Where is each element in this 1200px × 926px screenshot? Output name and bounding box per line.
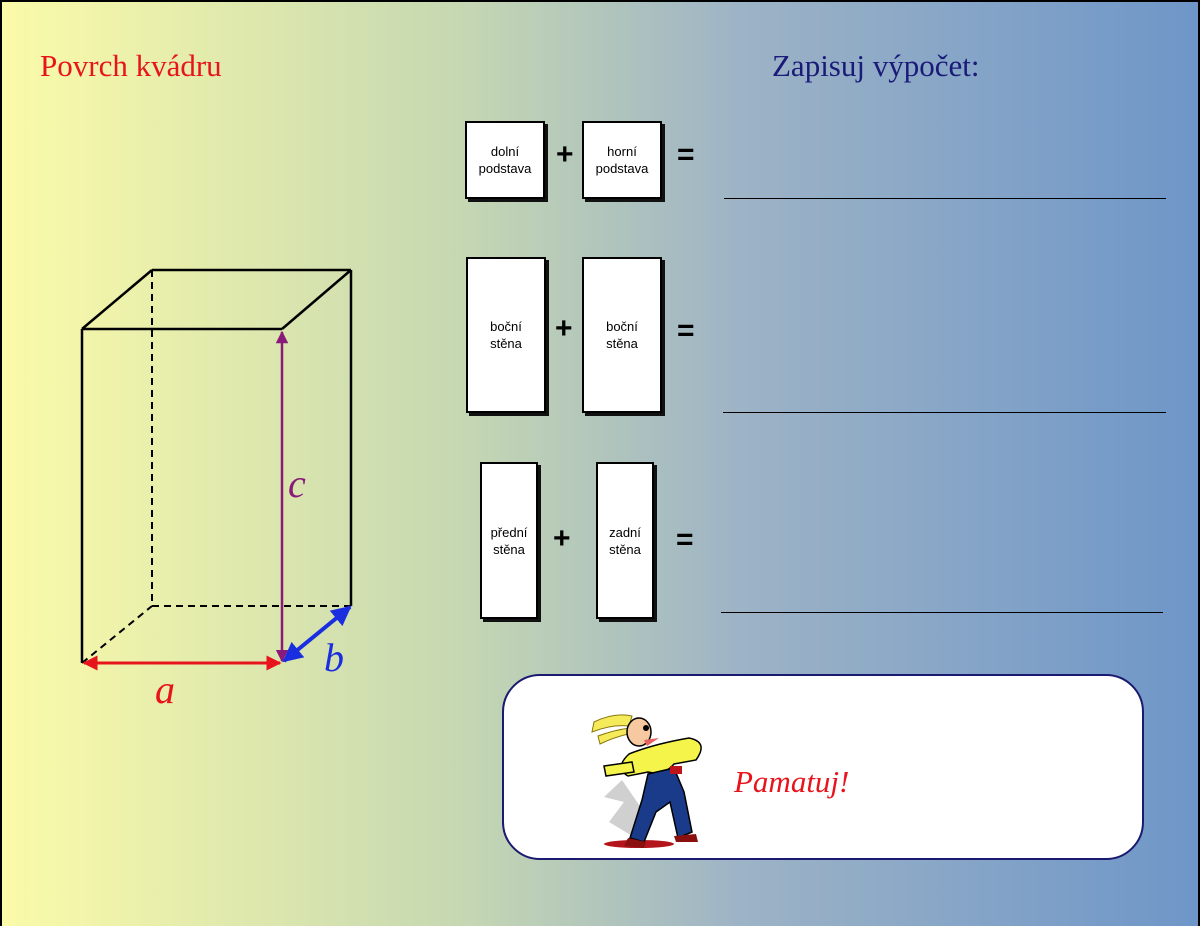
edge-b-arrow bbox=[282, 605, 352, 663]
page-title: Povrch kvádru bbox=[40, 48, 222, 83]
equals-sign-3: = bbox=[676, 523, 694, 556]
plus-sign-3: + bbox=[553, 522, 571, 555]
answer-line-1 bbox=[724, 198, 1166, 199]
card-bottom-base: dolní podstava bbox=[465, 121, 545, 199]
edge-label-c: c bbox=[288, 461, 306, 506]
answer-line-3 bbox=[721, 612, 1163, 613]
edge-top-right-diag bbox=[281, 269, 352, 330]
card-front-face: přední stěna bbox=[480, 462, 538, 619]
card-side-face-1: boční stěna bbox=[466, 257, 546, 413]
cuboid-diagram bbox=[80, 268, 353, 671]
equals-sign-2: = bbox=[677, 314, 695, 347]
edge-label-b: b bbox=[324, 635, 344, 680]
hidden-edge-bottom-diag bbox=[81, 605, 153, 664]
edge-label-a: a bbox=[155, 667, 175, 712]
edge-top-left-diag bbox=[81, 269, 153, 330]
card-back-face: zadní stěna bbox=[596, 462, 654, 619]
card-top-base: horní podstava bbox=[582, 121, 662, 199]
running-man-icon bbox=[591, 714, 702, 848]
remember-callout: Pamatuj! bbox=[502, 674, 1144, 860]
equals-sign-1: = bbox=[677, 138, 695, 171]
instruction-heading: Zapisuj výpočet: bbox=[772, 48, 980, 83]
remember-text: Pamatuj! bbox=[734, 764, 850, 799]
card-side-face-2: boční stěna bbox=[582, 257, 662, 413]
answer-line-2 bbox=[723, 412, 1166, 413]
plus-sign-2: + bbox=[555, 312, 573, 345]
plus-sign-1: + bbox=[556, 138, 574, 171]
